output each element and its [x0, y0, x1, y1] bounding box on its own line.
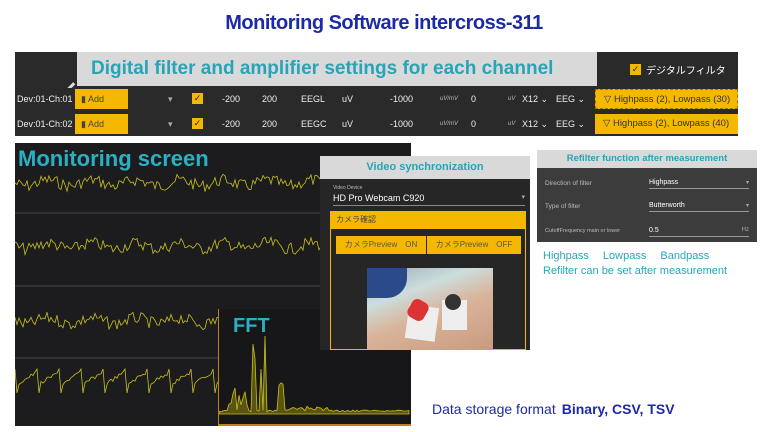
- label-field[interactable]: EEGC: [301, 119, 327, 129]
- min-field[interactable]: -200: [222, 94, 241, 104]
- add-button[interactable]: ▮ Add: [75, 89, 128, 109]
- sens-unit: uV/mV: [440, 96, 459, 102]
- max-field[interactable]: 200: [262, 119, 278, 129]
- camera-preview-image: [367, 268, 493, 350]
- unit-field[interactable]: uV: [342, 94, 354, 104]
- direction-value: Highpass: [649, 179, 679, 186]
- checkbox-icon: ✓: [630, 64, 641, 75]
- direction-select[interactable]: Highpass ▾: [649, 179, 749, 189]
- type-select[interactable]: Butterworth ▾: [649, 202, 749, 212]
- settings-callout: Digital filter and amplifier settings fo…: [77, 52, 597, 86]
- filter-button[interactable]: ▽ Highpass (2), Lowpass (30): [595, 89, 738, 109]
- cutoff-label: CutoffFrequency main or lower: [545, 228, 621, 234]
- offset-unit: uV: [508, 121, 516, 127]
- channel-id: Dev:01-Ch:01: [17, 94, 73, 104]
- cutoff-value: 0.5: [649, 227, 659, 234]
- sens-unit: uV/mV: [440, 121, 459, 127]
- enable-checkbox[interactable]: ✓: [192, 93, 203, 104]
- sensitivity-field[interactable]: -1000: [390, 94, 414, 104]
- video-callout: Video synchronization: [320, 156, 530, 179]
- refilter-note: Refilter can be set after measurement: [543, 265, 728, 277]
- preview-off-button[interactable]: カメラPreview OFF: [427, 236, 521, 254]
- chevron-down-icon: ▾: [521, 194, 525, 201]
- chevron-down-icon[interactable]: ▾: [168, 94, 173, 104]
- enable-checkbox[interactable]: ✓: [192, 118, 203, 129]
- chevron-down-icon[interactable]: ▾: [168, 119, 173, 129]
- refilter-notes: Highpass Lowpass Bandpass Refilter can b…: [543, 249, 727, 279]
- add-button[interactable]: ▮ Add: [75, 114, 128, 134]
- monitoring-title: Monitoring screen: [18, 146, 209, 171]
- label-field[interactable]: EEGL: [301, 94, 326, 104]
- gain-select[interactable]: X12 ⌄: [522, 94, 549, 104]
- type-value: Butterworth: [649, 202, 685, 209]
- preview-on-button[interactable]: カメラPreview ON: [336, 236, 426, 254]
- fft-plot: [219, 335, 410, 415]
- page-title: Monitoring Software intercross-311: [225, 12, 543, 34]
- unit-field[interactable]: uV: [342, 119, 354, 129]
- camera-check-header: カメラ確認: [330, 211, 526, 229]
- chevron-down-icon: ▾: [745, 180, 749, 186]
- direction-label: Direction of filter: [545, 180, 592, 187]
- chevron-down-icon: ▾: [745, 203, 749, 209]
- channel-id: Dev:01-Ch:02: [17, 119, 73, 129]
- storage-formats: Binary, CSV, TSV: [561, 401, 675, 417]
- digital-filter-toggle[interactable]: ✓ デジタルフィルタ: [630, 62, 726, 77]
- fft-spectrum: [219, 335, 410, 415]
- channel-row: Dev:01-Ch:01 ▮ Add ▾ ✓ -200 200 EEGL uV …: [15, 88, 738, 110]
- fft-panel: FFT: [218, 309, 411, 426]
- type-select[interactable]: EEG ⌄: [556, 119, 586, 129]
- video-device-value: HD Pro Webcam C920: [333, 193, 425, 203]
- sensitivity-field[interactable]: -1000: [390, 119, 414, 129]
- min-field[interactable]: -200: [222, 119, 241, 129]
- filter-types-note: Highpass Lowpass Bandpass: [543, 250, 710, 262]
- storage-label: Data storage format: [432, 401, 556, 417]
- type-label: Type of filter: [545, 203, 581, 210]
- gain-select[interactable]: X12 ⌄: [522, 119, 549, 129]
- max-field[interactable]: 200: [262, 94, 278, 104]
- video-device-label: Video Device: [333, 185, 363, 191]
- offset-unit: uV: [508, 96, 516, 102]
- cutoff-field[interactable]: 0.5 Hz: [649, 227, 749, 237]
- type-select[interactable]: EEG ⌄: [556, 94, 586, 104]
- offset-field[interactable]: 0: [471, 94, 477, 104]
- channel-settings-panel: Digital filter and amplifier settings fo…: [15, 52, 738, 136]
- video-device-select[interactable]: HD Pro Webcam C920 ▾: [333, 193, 525, 206]
- cutoff-unit: Hz: [741, 227, 749, 233]
- offset-field[interactable]: 0: [471, 119, 477, 129]
- filter-button[interactable]: ▽ Highpass (2), Lowpass (40): [595, 114, 738, 134]
- video-sync-panel: Video synchronization Video Device HD Pr…: [320, 156, 530, 350]
- storage-format: Data storage format Binary, CSV, TSV: [432, 401, 675, 417]
- channel-row: Dev:01-Ch:02 ▮ Add ▾ ✓ -200 200 EEGC uV …: [15, 113, 738, 135]
- refilter-header: Refilter function after measurement: [537, 150, 757, 168]
- digital-filter-label: デジタルフィルタ: [646, 66, 726, 77]
- refilter-panel: Refilter function after measurement Dire…: [537, 150, 757, 242]
- fft-title: FFT: [233, 315, 270, 337]
